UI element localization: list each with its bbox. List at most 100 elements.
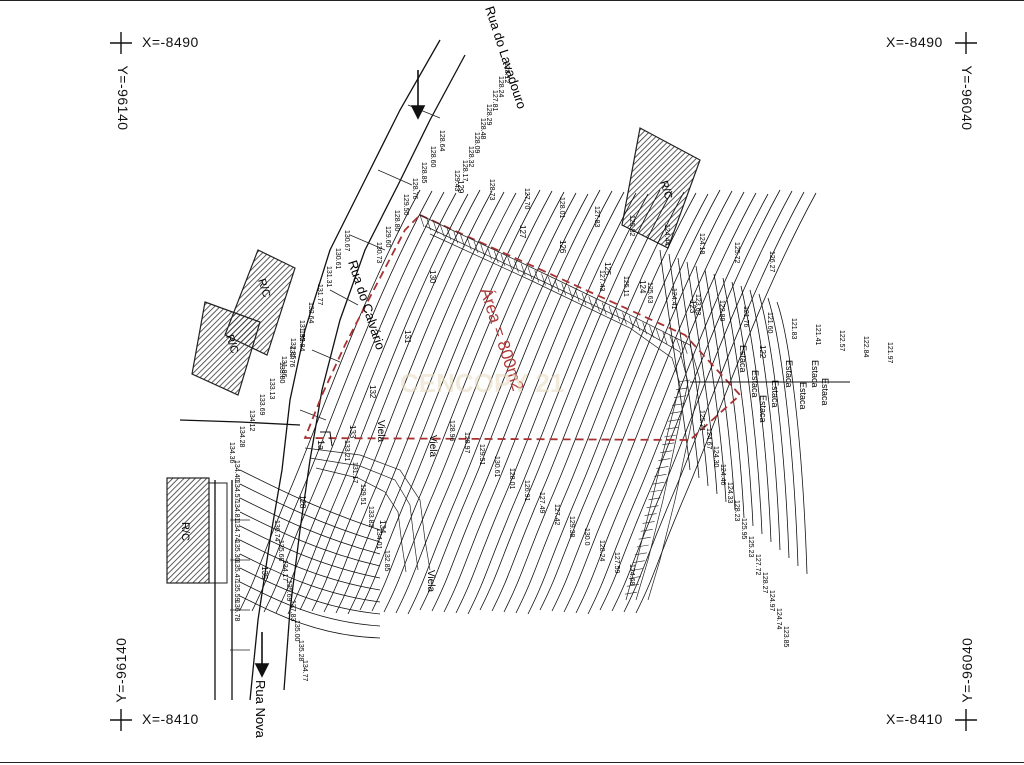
- estaca-label: Estaca: [810, 360, 820, 388]
- contour-line: [239, 567, 381, 615]
- spot-height: 128.64: [438, 130, 445, 152]
- viela-label-1: Viela: [375, 420, 386, 442]
- spot-height: 127.42: [553, 504, 560, 526]
- contour-line: [704, 269, 736, 511]
- crosshair-tl: [110, 32, 132, 54]
- estaca-label: Estaca: [798, 382, 808, 410]
- marker-label: 1a: [316, 440, 326, 450]
- viela-tick: [638, 536, 651, 540]
- spot-height: 134.40: [233, 460, 240, 482]
- viela-tick: [660, 450, 673, 454]
- viela-tick: [632, 560, 645, 564]
- viela-tick: [541, 273, 546, 286]
- spot-height: 135.59: [233, 580, 240, 602]
- viela-tick: [676, 338, 681, 351]
- viela-tick: [682, 341, 688, 354]
- viela-tick: [507, 257, 513, 270]
- spot-height: 135.00: [293, 620, 300, 642]
- viela-tick: [656, 466, 669, 469]
- spot-height: 128.96: [448, 420, 455, 442]
- spot-height: 132.64: [307, 302, 314, 324]
- contour-line: [407, 193, 589, 615]
- spot-height: 121.60: [766, 312, 773, 334]
- spot-height: 129.51: [478, 444, 485, 466]
- viela-tick: [601, 302, 607, 315]
- spot-height: 127.72: [754, 554, 761, 576]
- viela-paths: [304, 214, 701, 601]
- spot-height: 128.17: [461, 160, 468, 182]
- contour-line: [239, 553, 381, 603]
- viela-label-3: Viela: [425, 570, 436, 592]
- contour-line: [587, 193, 769, 615]
- contour-line: [758, 293, 790, 559]
- spot-height: 129.51: [359, 484, 366, 506]
- spot-height: 122.84: [862, 336, 869, 358]
- spot-height: 126.27: [768, 251, 775, 273]
- spot-height: 128.24: [497, 76, 504, 98]
- viela-tick: [460, 234, 465, 247]
- viela-tick: [527, 266, 533, 280]
- spot-height: 128.01: [508, 468, 515, 490]
- viela-tick: [595, 299, 600, 312]
- viela-tick: [674, 395, 687, 399]
- spot-height: 136.74: [273, 520, 280, 542]
- spot-height: 121.97: [886, 342, 893, 364]
- viela-tick: [628, 576, 641, 579]
- contour-line: [551, 190, 733, 612]
- contour-line: [323, 191, 505, 613]
- viela-tick: [626, 583, 639, 587]
- spot-height: 122.89: [718, 300, 725, 322]
- viela-tick: [675, 387, 689, 391]
- spot-height: 123.85: [782, 626, 789, 648]
- viela-ticks: [419, 214, 691, 595]
- corner-bl-x: X=-8410: [142, 711, 199, 727]
- spot-height: 125.71: [698, 410, 705, 432]
- contour-line: [299, 189, 481, 611]
- viela-tick: [652, 481, 665, 485]
- spot-height: 128.09: [473, 132, 480, 154]
- contour-label: 126: [558, 240, 567, 254]
- spot-height: 125.72: [733, 242, 740, 264]
- contour-line: [443, 191, 625, 613]
- contour-line: [239, 497, 381, 555]
- spot-height: 127.83: [593, 206, 600, 228]
- spot-height: 134.12: [248, 410, 255, 432]
- viela-tick: [668, 418, 681, 422]
- spot-height: 131.77: [316, 284, 323, 306]
- spot-height: 135.68: [277, 540, 284, 562]
- viela-tick: [574, 289, 580, 302]
- viela-tick: [493, 250, 499, 263]
- viela-tick: [568, 286, 573, 299]
- contour-label: 135: [260, 566, 269, 580]
- spot-height: 121.41: [814, 324, 821, 346]
- spot-height: 131.31: [325, 266, 332, 288]
- spot-height: 126.91: [523, 480, 530, 502]
- contour-label: 131: [403, 330, 412, 344]
- estaca-label: Estaca: [750, 370, 760, 398]
- contour-line: [239, 581, 381, 627]
- contour-label: 128: [298, 495, 307, 509]
- contour-line: [467, 193, 649, 615]
- contour-line: [455, 192, 637, 614]
- marker-1a: [320, 431, 333, 447]
- viela-tick: [608, 305, 614, 319]
- viela-tick: [672, 403, 685, 406]
- contour-line: [239, 189, 421, 611]
- viela-tick: [561, 283, 567, 296]
- contour-label: 134: [378, 520, 387, 534]
- spot-height: 124.30: [712, 446, 719, 468]
- contour-line: [695, 265, 727, 503]
- sheet-top-border: [0, 0, 1024, 1]
- spot-heights: 128.12128.24127.81128.29128.48128.09128.…: [228, 62, 893, 682]
- contour-line: [431, 190, 613, 612]
- spot-height: 129.60: [384, 226, 391, 248]
- contour-label: 132: [368, 385, 377, 399]
- contour-line: [731, 281, 763, 535]
- estaca-label: Estaca: [738, 345, 748, 373]
- spot-height: 129.50: [402, 194, 409, 216]
- spot-height: 125.23: [747, 536, 754, 558]
- contour-label: 123: [688, 300, 697, 314]
- watermark: CENCOPY 21: [400, 368, 564, 398]
- corner-tr-x: X=-8490: [886, 34, 943, 50]
- viela-tick: [433, 221, 438, 234]
